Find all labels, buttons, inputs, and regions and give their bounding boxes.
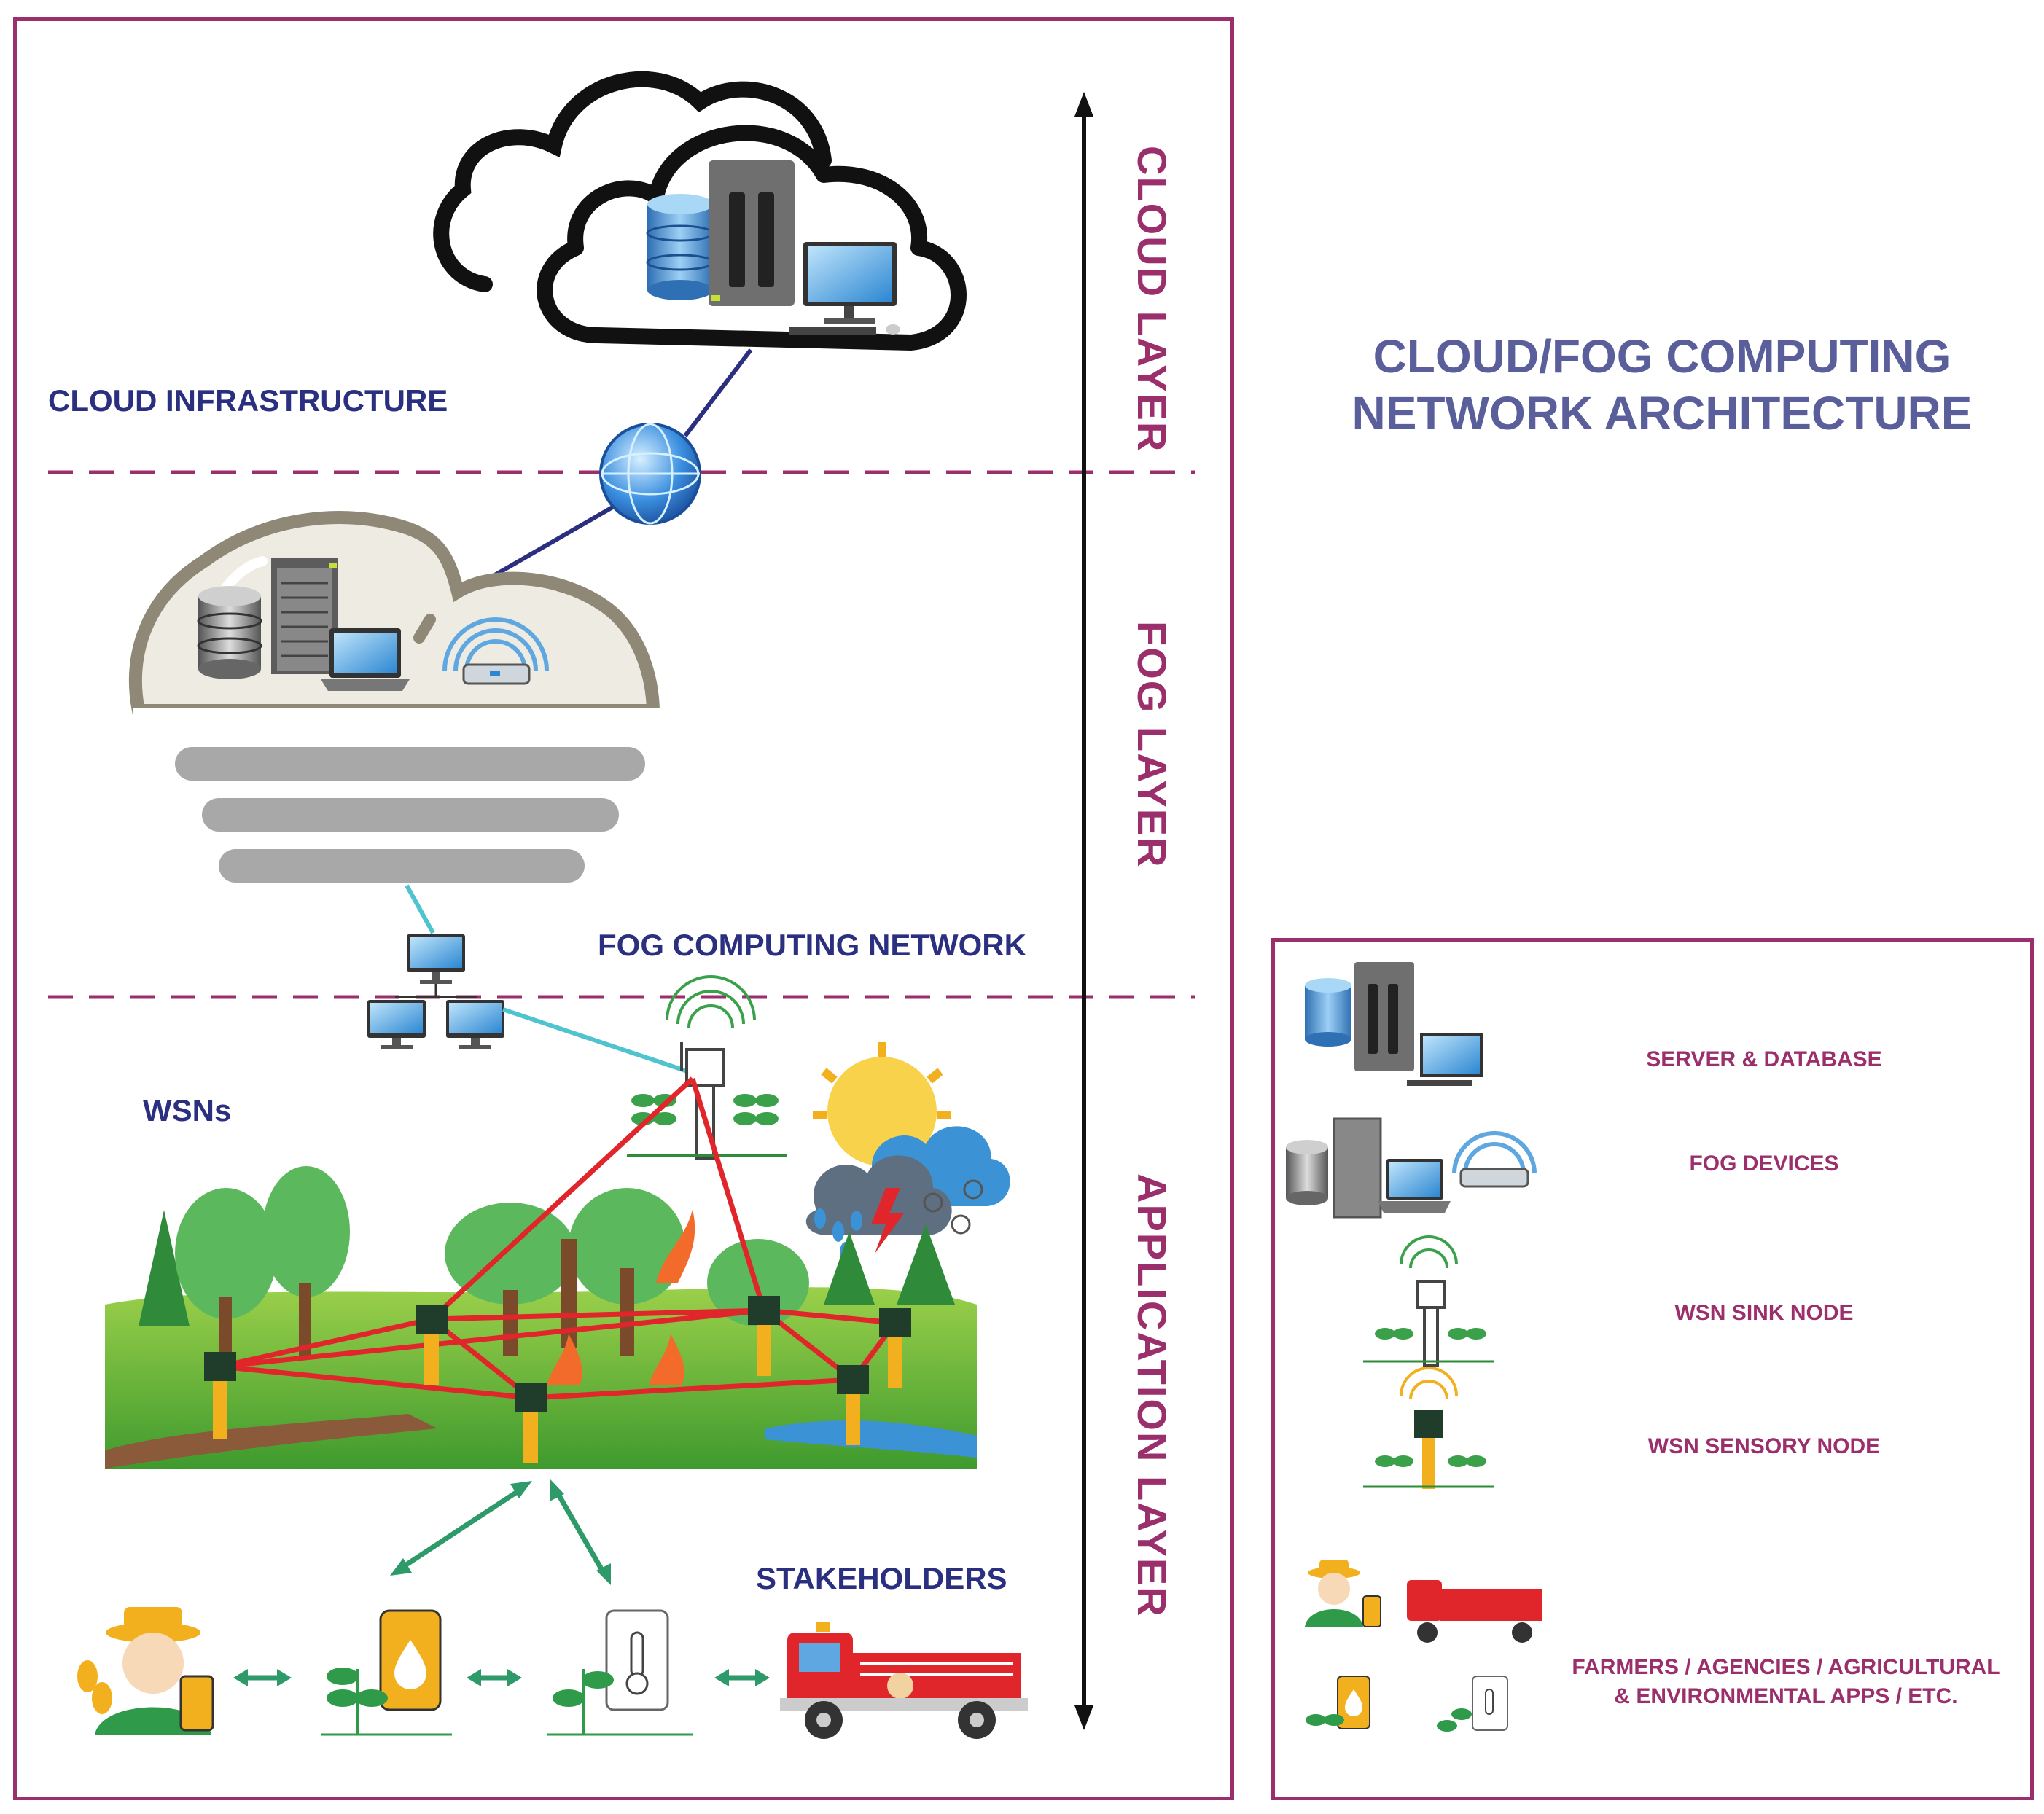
cloud-globe-link (683, 348, 753, 437)
network-computer-icon (446, 1000, 504, 1049)
thermometer-app-icon (547, 1609, 693, 1736)
globe-icon (599, 423, 701, 525)
network-computer-icon (395, 934, 477, 998)
sensor-node-icon (416, 1305, 448, 1385)
legend-frame (1271, 938, 2034, 1800)
router-icon (442, 617, 549, 685)
legend-sensory-node-label: WSN SENSORY NODE (1647, 1434, 1881, 1458)
cloud-layer-label: CLOUD LAYER (1129, 146, 1175, 453)
legend-sensory-node-icon (1363, 1367, 1494, 1489)
network-computer-icon (367, 1000, 426, 1049)
monitor-icon (789, 242, 900, 335)
fog-network-label: FOG COMPUTING NETWORK (598, 928, 1026, 962)
legend-server-database-label: SERVER & DATABASE (1646, 1047, 1882, 1071)
legend-sink-node-label: WSN SINK NODE (1674, 1301, 1854, 1325)
cloud-infrastructure-label: CLOUD INFRASTRUCTURE (48, 383, 448, 418)
legend-fog-devices-label: FOG DEVICES (1689, 1152, 1839, 1176)
fog-bars (175, 747, 645, 883)
smartphone-icon (321, 1609, 452, 1736)
database-icon (646, 194, 714, 300)
legend-stakeholders-line-1: FARMERS / AGENCIES / AGRICULTURAL (1572, 1655, 2000, 1679)
stakeholder-links (233, 1479, 770, 1686)
legend-stakeholders-icon (1305, 1560, 1542, 1732)
farmer-icon (77, 1607, 214, 1735)
weather-icon (805, 1042, 1010, 1262)
legend-fog-devices-icon (1286, 1117, 1537, 1219)
diagram-title: CLOUD/FOG COMPUTING NETWORK ARCHITECTURE (1298, 328, 2027, 442)
legend-stakeholders-label: FARMERS / AGENCIES / AGRICULTURAL & ENVI… (1538, 1653, 2034, 1711)
title-line-2: NETWORK ARCHITECTURE (1351, 387, 1973, 439)
sink-node-icon (627, 975, 787, 1160)
sensor-node-icon (515, 1383, 547, 1463)
sensor-node-icon (204, 1352, 236, 1439)
application-layer-label: APPLICATION LAYER (1129, 1173, 1175, 1618)
legend-sink-node-icon (1363, 1235, 1494, 1367)
main-diagram-frame (13, 17, 1234, 1800)
legend-server-database-icon (1305, 962, 1483, 1086)
title-line-1: CLOUD/FOG COMPUTING (1373, 330, 1951, 383)
wsns-label: WSNs (143, 1093, 232, 1127)
fire-truck-icon (780, 1622, 1028, 1739)
sensor-node-icon (748, 1296, 780, 1376)
legend-stakeholders-line-2: & ENVIRONMENTAL APPS / ETC. (1614, 1684, 1958, 1708)
laptop-icon (321, 628, 410, 691)
layer-axis-arrow (1074, 92, 1093, 1730)
sensor-node-icon (879, 1308, 911, 1388)
fog-layer-label: FOG LAYER (1129, 621, 1175, 869)
database-icon (197, 586, 262, 679)
fog-sink-link (502, 1007, 699, 1077)
stakeholders-label: STAKEHOLDERS (756, 1561, 1007, 1595)
sensor-node-icon (837, 1365, 869, 1445)
server-icon (271, 558, 338, 674)
server-icon (709, 160, 795, 306)
fog-bars-link (405, 884, 435, 934)
